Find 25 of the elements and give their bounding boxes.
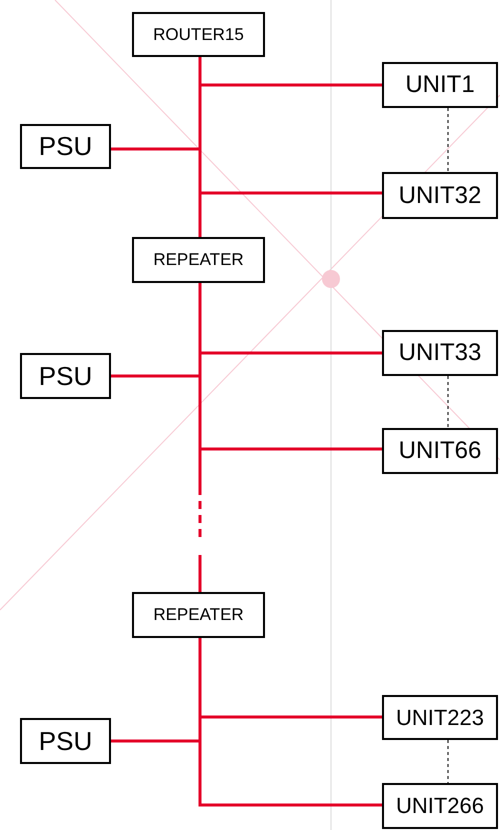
psu-box [20, 353, 111, 399]
router-box [132, 12, 265, 57]
node-label: PSU [38, 131, 92, 162]
unit-box [382, 330, 498, 376]
node-label: PSU [38, 726, 92, 756]
node-label: UNIT1 [405, 71, 475, 99]
node-label: REPEATER [153, 605, 244, 625]
unit-box [382, 62, 498, 108]
node-label: PSU [38, 360, 92, 392]
node-label: UNIT66 [398, 437, 482, 465]
node-label: UNIT266 [396, 793, 484, 819]
node-label: ROUTER15 [153, 24, 244, 44]
node-label: REPEATER [153, 250, 244, 270]
bus-line [111, 638, 202, 742]
node-label: UNIT33 [398, 339, 482, 367]
psu-box [20, 124, 111, 169]
unit-box [382, 783, 498, 829]
unit-box [382, 172, 498, 219]
node-label: UNIT223 [396, 704, 484, 730]
unit-box [382, 428, 498, 474]
repeater-box [132, 592, 265, 638]
unit-box [382, 695, 498, 740]
psu-box [20, 718, 111, 764]
node-label: UNIT32 [398, 182, 482, 210]
repeater-box [132, 237, 265, 283]
